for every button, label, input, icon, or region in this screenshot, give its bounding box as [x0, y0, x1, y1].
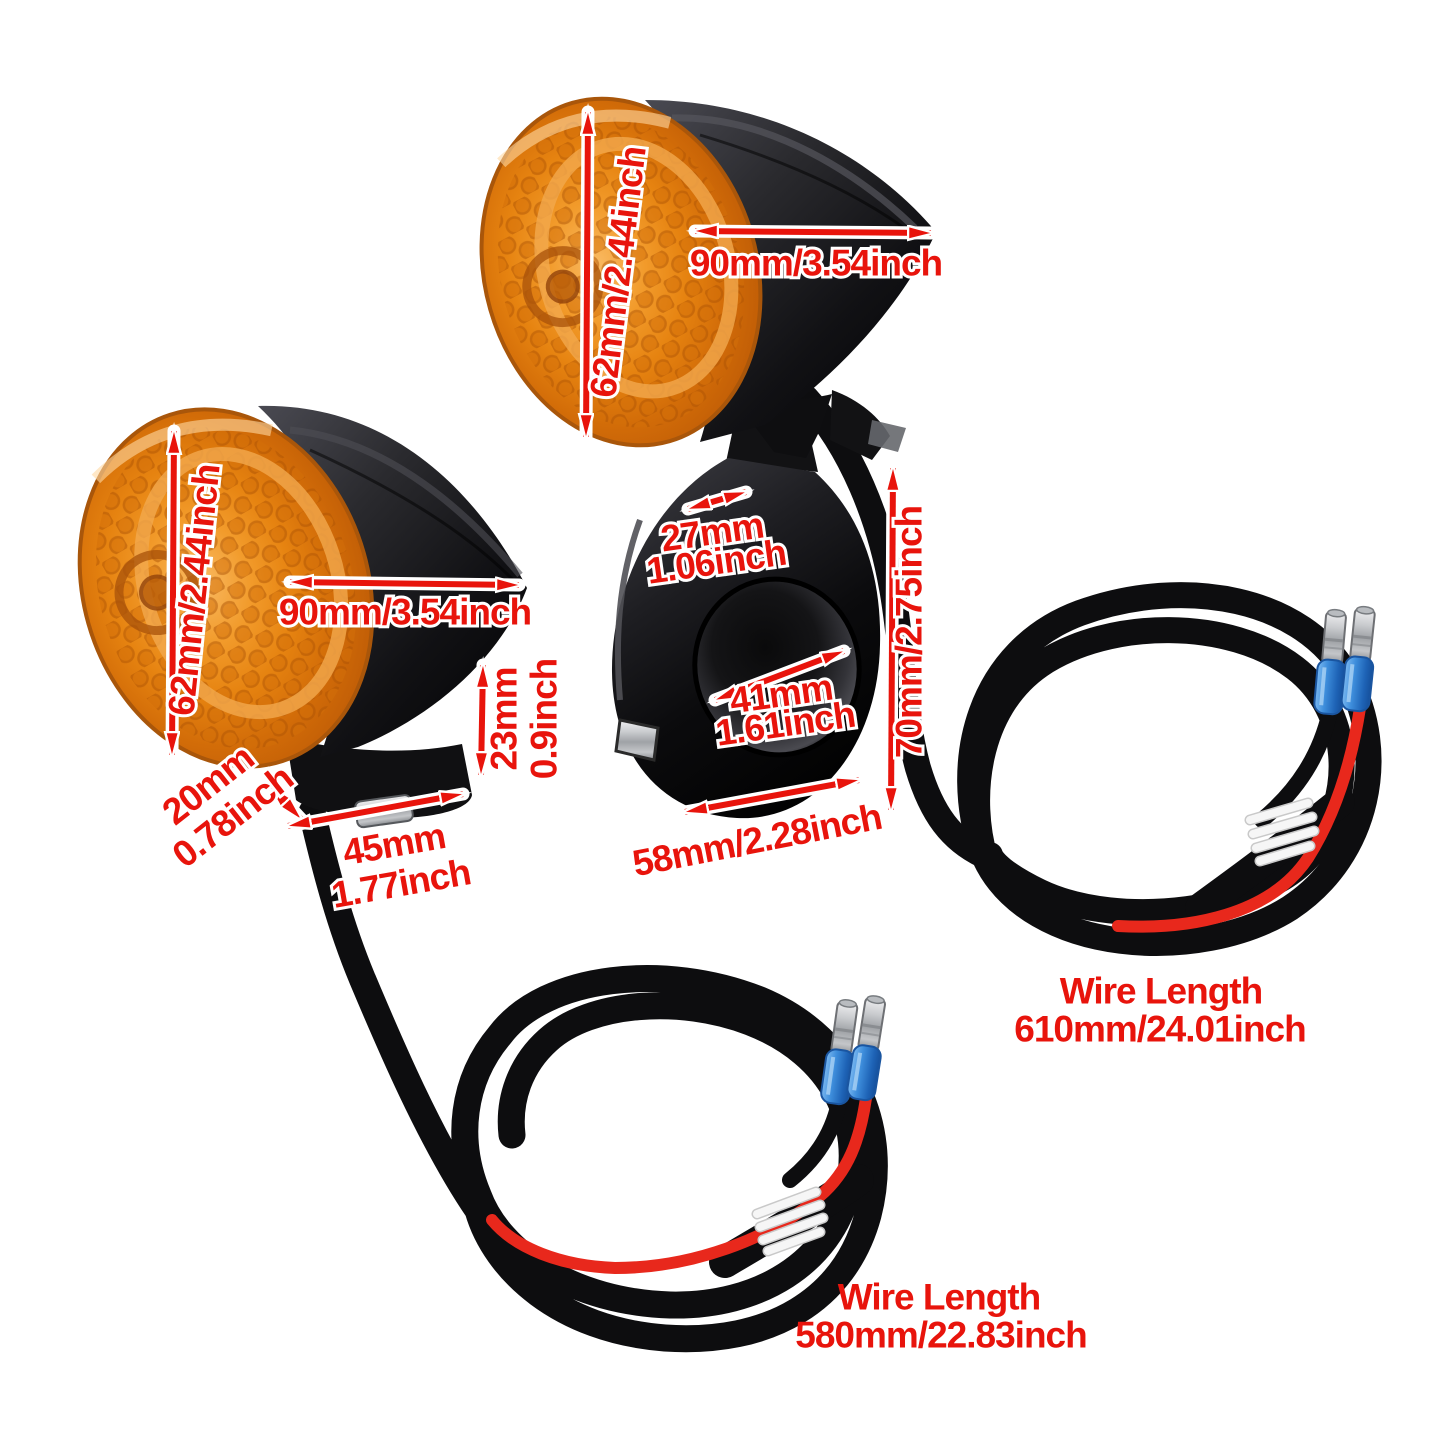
connector-lead-black — [782, 1095, 847, 1188]
white-wire-wrap — [751, 1186, 829, 1257]
top-light-wire-coil — [793, 385, 1382, 956]
housing-highlight — [671, 114, 918, 231]
clamp-bolt-slot — [614, 718, 660, 762]
clamp-height-arrow — [891, 468, 893, 810]
front-turn-signal-light — [77, 405, 527, 829]
mount-bolt — [868, 420, 906, 452]
top-light-width-label: 90mm/3.54inch — [690, 243, 942, 284]
base-width-arrow — [288, 787, 463, 833]
housing-highlight — [289, 426, 523, 578]
svg-text:610mm/24.01inch: 610mm/24.01inch — [1014, 1009, 1305, 1050]
housing-seam — [309, 448, 520, 587]
clamp-top-width-arrow — [688, 485, 746, 516]
wire-red — [486, 1092, 872, 1275]
wire-cable — [298, 798, 888, 1353]
front-light-height-arrow — [172, 431, 174, 755]
svg-text:580mm/22.83inch: 580mm/22.83inch — [795, 1315, 1086, 1356]
white-wire-wrap — [1244, 797, 1320, 867]
front-light-wire-coil — [298, 798, 893, 1353]
front-light-width-label: 90mm/3.54inch — [279, 592, 531, 633]
wire-red — [1112, 702, 1366, 933]
clamp-height-label: 70mm/2.75inch — [889, 506, 930, 758]
amber-lens — [479, 96, 763, 448]
clamp-highlight — [614, 518, 643, 701]
svg-text:Wire Length: Wire Length — [1060, 971, 1262, 1012]
front-light-width-arrow — [290, 582, 519, 585]
svg-text:0.9inch: 0.9inch — [524, 659, 565, 780]
top-light-width-arrow — [695, 231, 931, 233]
top-light-height-arrow — [586, 112, 588, 437]
svg-text:23mm: 23mm — [484, 668, 525, 771]
top-turn-signal-light — [479, 96, 936, 460]
clamp-inner-diameter-arrow — [715, 644, 844, 707]
amber-lens — [77, 407, 375, 769]
base-height-arrow — [481, 665, 483, 775]
top-wire-length-label: Wire Length 610mm/24.01inch — [1014, 971, 1306, 1050]
base-height-label: 23mm 0.9inch — [481, 656, 568, 783]
bottom-wire-length-label: Wire Length 580mm/22.83inch — [795, 1277, 1087, 1356]
clamp-bottom-width-arrow — [685, 773, 859, 819]
svg-text:Wire Length: Wire Length — [838, 1277, 1040, 1318]
